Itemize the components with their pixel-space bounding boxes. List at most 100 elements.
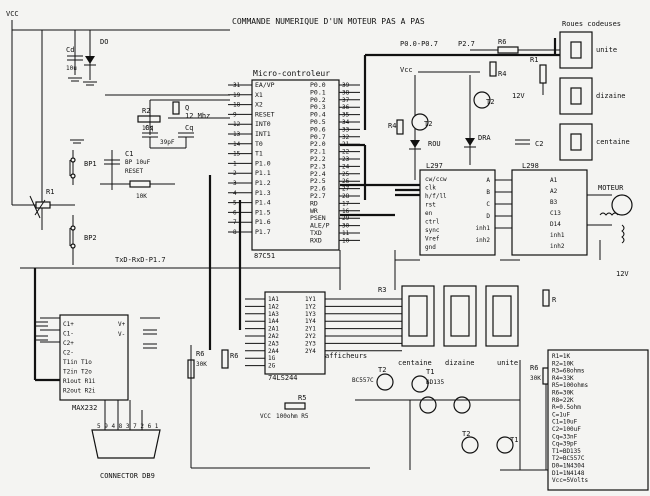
l297-pin-label: gnd bbox=[425, 244, 436, 251]
l297-pin-label: clk bbox=[425, 185, 436, 192]
capacitor-cd: Cd 10u bbox=[66, 46, 83, 72]
l297-out-label: D bbox=[486, 213, 490, 220]
c2-label: C2 bbox=[535, 140, 543, 148]
buffer-pin-label: 2A3 bbox=[268, 340, 279, 347]
legend-line: D0=1N4304 bbox=[552, 463, 585, 470]
c1-label: C1 bbox=[125, 150, 133, 158]
r5-value: 100ohm R5 bbox=[276, 413, 309, 420]
mc-pin-label: TXD bbox=[310, 229, 322, 237]
mc-pin-label: P2.3 bbox=[310, 162, 326, 170]
motor-icon bbox=[611, 194, 633, 216]
bp1-label: BP1 bbox=[84, 160, 97, 168]
display-dizaine-label: dizaine bbox=[445, 359, 475, 367]
mc-pin-label: WR bbox=[310, 207, 318, 215]
moteur-label: MOTEUR bbox=[598, 184, 624, 192]
mc-pin-label: X2 bbox=[255, 101, 263, 109]
led-driver-section: Vcc T2 R4 T2 ROU DRA C2 bbox=[388, 66, 543, 180]
r6-buffer-resistors: R6 30K R6 bbox=[187, 345, 370, 469]
l297-pin-label: Vref bbox=[425, 236, 440, 243]
l298-pin-label: A2 bbox=[550, 188, 558, 195]
t1a-label: T1 bbox=[426, 368, 434, 376]
wheel-dizaine bbox=[559, 77, 593, 115]
ground-symbols bbox=[68, 77, 97, 144]
r3-label: R3 bbox=[378, 286, 386, 294]
roues-label: Roues codeuses bbox=[562, 20, 621, 28]
resistor-r1: R1 bbox=[12, 188, 75, 219]
buffer-pin-label: 2A1 bbox=[268, 326, 279, 333]
afficheurs-label: afficheurs bbox=[325, 352, 367, 360]
mc-pin-label: T0 bbox=[255, 140, 263, 148]
cq1-value: 39pF bbox=[160, 139, 175, 146]
legend-line: C1=10uF bbox=[552, 419, 578, 426]
r6a-label: R6 bbox=[498, 38, 506, 46]
legend-line: D1=1N4148 bbox=[552, 470, 585, 477]
vcc3-label: VCC bbox=[260, 413, 271, 420]
l297-pin-label: sync bbox=[425, 227, 440, 234]
buffer-pin-label: 1Y3 bbox=[305, 311, 316, 318]
l297-pin-label: cw/ccw bbox=[425, 176, 447, 183]
legend-line: R8=22K bbox=[552, 397, 574, 404]
max232-pin-label: C1+ bbox=[63, 321, 74, 328]
r10k-value: 10K bbox=[136, 193, 147, 200]
t2c-label: T2 bbox=[378, 366, 386, 374]
l298-label: L298 bbox=[522, 162, 539, 170]
l298-pin-label: inh1 bbox=[550, 232, 565, 239]
mc-pin-label: INT0 bbox=[255, 120, 271, 128]
cd-value: 10u bbox=[66, 65, 77, 72]
mc-pin-label: P2.0 bbox=[310, 140, 326, 148]
mc-pin-label: P0.3 bbox=[310, 103, 326, 111]
top-right-resistors: R6 R4 R1 12V bbox=[489, 38, 547, 100]
mc-pin-label: P2.4 bbox=[310, 170, 326, 178]
buffer-pin-label: 2G bbox=[268, 363, 276, 370]
c1-value: BP 10uF bbox=[125, 159, 151, 166]
vcc-label: VCC bbox=[6, 10, 19, 18]
max232-pin-label: C2- bbox=[63, 350, 74, 357]
microcontroller-87c51: Micro-controleur 87C51 EA/VP31X119X218RE… bbox=[228, 69, 360, 260]
cq1-label: Cq bbox=[145, 124, 153, 132]
do-label: DO bbox=[100, 38, 108, 46]
buffer-pin-label: 2A4 bbox=[268, 348, 279, 355]
mc-pin-label: P2.1 bbox=[310, 148, 326, 156]
mc-pin-label: P0.2 bbox=[310, 96, 326, 104]
mc-pin-label: RESET bbox=[255, 110, 275, 118]
t2a-label: T2 bbox=[486, 98, 494, 106]
max232-pin-label: R2out R2i bbox=[63, 388, 96, 395]
l297-out-label: inh1 bbox=[476, 225, 491, 232]
l297-label: L297 bbox=[426, 162, 443, 170]
buffer-pin-label: 1A2 bbox=[268, 303, 279, 310]
p27-label: P2.7 bbox=[458, 40, 475, 48]
buffer-pin-label: 2Y4 bbox=[305, 348, 316, 355]
r1b-label: R1 bbox=[530, 56, 538, 64]
diode-do: DO bbox=[84, 38, 108, 66]
max232-pin-label: V+ bbox=[118, 321, 126, 328]
buffer-pin-label: 1A1 bbox=[268, 296, 279, 303]
v12a-label: 12V bbox=[512, 92, 525, 100]
max232-part: MAX232 bbox=[72, 404, 97, 412]
l297-out-label: inh2 bbox=[476, 237, 491, 244]
buffer-pin-label: 1Y2 bbox=[305, 303, 316, 310]
dra-label: DRA bbox=[478, 134, 491, 142]
mc-title: Micro-controleur bbox=[253, 69, 330, 78]
switch-bp1: BP1 bbox=[69, 150, 97, 185]
resistor-array-r3: R3 bbox=[325, 286, 402, 352]
db9-connector: 5 9 4 8 3 7 2 6 1 CONNECTOR DB9 bbox=[91, 400, 161, 480]
port-p0-label: P0.0-P0.7 bbox=[400, 40, 438, 48]
txd-label: TxD-RxD-P1.7 bbox=[115, 256, 166, 264]
wheel-unite-label: unite bbox=[596, 46, 617, 54]
power-section: VCC Cd 10u DO R2 10K bbox=[6, 10, 230, 265]
stepper-motor: MOTEUR 12V bbox=[587, 184, 633, 278]
legend-lines: R1=1KR2=10KR3=68ohmsR4=33KR5=100ohmsR6=3… bbox=[552, 353, 589, 484]
reset-note: RESET bbox=[125, 168, 143, 175]
display-transistors: T2 BC557C T1 BD135 R5 VCC 100ohm R5 T2 T… bbox=[260, 360, 550, 471]
displays: afficheurs centaine dizaine unite R bbox=[325, 285, 557, 367]
buffer-pin-label: 2Y2 bbox=[305, 333, 316, 340]
mc-pin-label: P1.1 bbox=[255, 169, 271, 177]
legend-line: T2=BC557C bbox=[552, 455, 585, 462]
l298-pin-label: inh2 bbox=[550, 243, 565, 250]
display-unite-label: unite bbox=[497, 359, 518, 367]
